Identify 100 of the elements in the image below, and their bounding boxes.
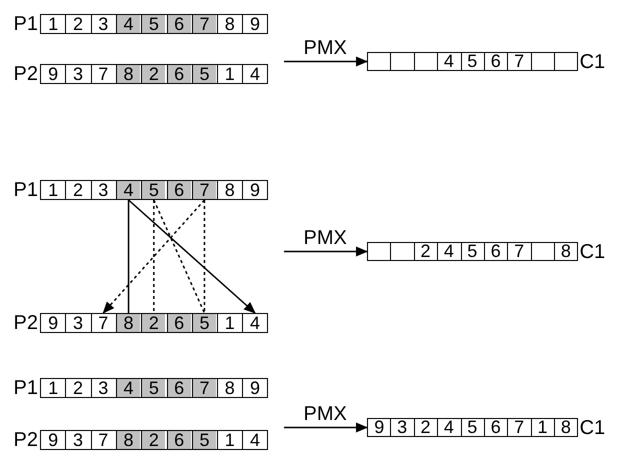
gene-cell: 2 bbox=[65, 379, 90, 397]
gene-cell: 5 bbox=[141, 379, 166, 397]
chromosome-label: C1 bbox=[580, 416, 606, 438]
chromosome-label: P1 bbox=[14, 377, 38, 399]
gene-cell: 6 bbox=[484, 243, 506, 260]
gene-cell: 4 bbox=[242, 65, 267, 83]
gene-cell: 5 bbox=[460, 419, 483, 436]
gene-cell: 5 bbox=[192, 431, 216, 449]
chromosome-label: P1 bbox=[14, 13, 38, 35]
gene-cell: 9 bbox=[242, 379, 267, 397]
gene-cell: 4 bbox=[437, 243, 460, 260]
gene-cell: 4 bbox=[437, 419, 460, 436]
gene-cell: 1 bbox=[40, 15, 66, 33]
gene-cell: 2 bbox=[65, 15, 90, 33]
gene-cell: 3 bbox=[65, 314, 90, 332]
gene-cell: 5 bbox=[192, 65, 216, 83]
gene-cell: 7 bbox=[90, 431, 115, 449]
gene-cell: 5 bbox=[141, 15, 166, 33]
gene-cell: 7 bbox=[90, 65, 115, 83]
gene-cell: 8 bbox=[116, 314, 140, 332]
edge-label: PMX bbox=[304, 402, 347, 424]
gene-cell: 4 bbox=[242, 314, 267, 332]
chromosome-row bbox=[40, 14, 268, 34]
gene-cell: 6 bbox=[484, 419, 506, 436]
gene-cell: 7 bbox=[192, 379, 216, 397]
chromosome-row bbox=[367, 242, 578, 261]
arrow bbox=[284, 56, 368, 66]
connector-line bbox=[153, 200, 155, 313]
gene-cell: 2 bbox=[141, 65, 166, 83]
arrow bbox=[284, 422, 368, 432]
gene-cell: 8 bbox=[554, 419, 577, 436]
gene-cell: 8 bbox=[116, 431, 140, 449]
gene-cell: 2 bbox=[65, 181, 90, 199]
gene-cell: 6 bbox=[166, 15, 191, 33]
chromosome-row bbox=[40, 313, 268, 333]
gene-cell: 5 bbox=[141, 181, 166, 199]
gene-cell: 9 bbox=[40, 431, 66, 449]
gene-cell: 6 bbox=[166, 379, 191, 397]
chromosome-row bbox=[40, 430, 268, 450]
chromosome-label: C1 bbox=[580, 50, 606, 72]
chromosome-label: P2 bbox=[14, 312, 38, 334]
gene-cell: 5 bbox=[192, 314, 216, 332]
gene-cell: 2 bbox=[414, 243, 436, 260]
gene-cell: 7 bbox=[507, 243, 530, 260]
gene-cell: 2 bbox=[414, 419, 436, 436]
gene-cell: 8 bbox=[116, 65, 140, 83]
gene-cell: 7 bbox=[507, 53, 530, 70]
gene-cell: 3 bbox=[90, 15, 115, 33]
gene-cell: 9 bbox=[40, 65, 66, 83]
connector-line bbox=[128, 200, 130, 313]
gene-cell: 7 bbox=[192, 181, 216, 199]
connector-line bbox=[204, 200, 206, 313]
gene-cell: 2 bbox=[141, 314, 166, 332]
chromosome-label: C1 bbox=[580, 240, 606, 262]
chromosome-label: P2 bbox=[14, 63, 38, 85]
gene-cell: 4 bbox=[116, 379, 140, 397]
gene-cell: 5 bbox=[460, 243, 483, 260]
gene-cell: 7 bbox=[90, 314, 115, 332]
gene-cell: 1 bbox=[217, 431, 242, 449]
chromosome-label: P1 bbox=[14, 179, 38, 201]
gene-cell: 8 bbox=[217, 181, 242, 199]
gene-cell: 6 bbox=[166, 65, 191, 83]
gene-cell: 9 bbox=[367, 419, 390, 436]
chromosome-row bbox=[40, 64, 268, 84]
gene-cell: 9 bbox=[242, 15, 267, 33]
gene-cell: 7 bbox=[507, 419, 530, 436]
edge-label: PMX bbox=[304, 36, 347, 58]
gene-cell: 8 bbox=[554, 243, 577, 260]
gene-cell: 8 bbox=[217, 379, 242, 397]
arrow bbox=[128, 199, 256, 314]
chromosome-row bbox=[40, 180, 268, 200]
arrow bbox=[102, 200, 205, 314]
gene-cell: 2 bbox=[141, 431, 166, 449]
gene-cell: 6 bbox=[484, 53, 506, 70]
gene-cell: 9 bbox=[40, 314, 66, 332]
gene-cell: 9 bbox=[242, 181, 267, 199]
gene-cell: 6 bbox=[166, 181, 191, 199]
arrow bbox=[284, 246, 368, 256]
chromosome-label: P2 bbox=[14, 429, 38, 451]
connector-line bbox=[153, 200, 206, 314]
chromosome-row bbox=[367, 418, 578, 437]
gene-cell: 1 bbox=[217, 314, 242, 332]
edge-label: PMX bbox=[304, 226, 347, 248]
gene-cell: 3 bbox=[90, 379, 115, 397]
gene-cell: 7 bbox=[192, 15, 216, 33]
chromosome-row bbox=[367, 52, 578, 71]
gene-cell: 4 bbox=[116, 15, 140, 33]
gene-cell: 5 bbox=[460, 53, 483, 70]
gene-cell: 3 bbox=[65, 431, 90, 449]
gene-cell: 6 bbox=[166, 431, 191, 449]
gene-cell: 4 bbox=[116, 181, 140, 199]
gene-cell: 1 bbox=[217, 65, 242, 83]
gene-cell: 1 bbox=[40, 379, 66, 397]
gene-cell: 3 bbox=[390, 419, 413, 436]
gene-cell: 3 bbox=[65, 65, 90, 83]
gene-cell: 6 bbox=[166, 314, 191, 332]
gene-cell: 4 bbox=[242, 431, 267, 449]
gene-cell: 3 bbox=[90, 181, 115, 199]
chromosome-row bbox=[40, 378, 268, 398]
gene-cell: 8 bbox=[217, 15, 242, 33]
